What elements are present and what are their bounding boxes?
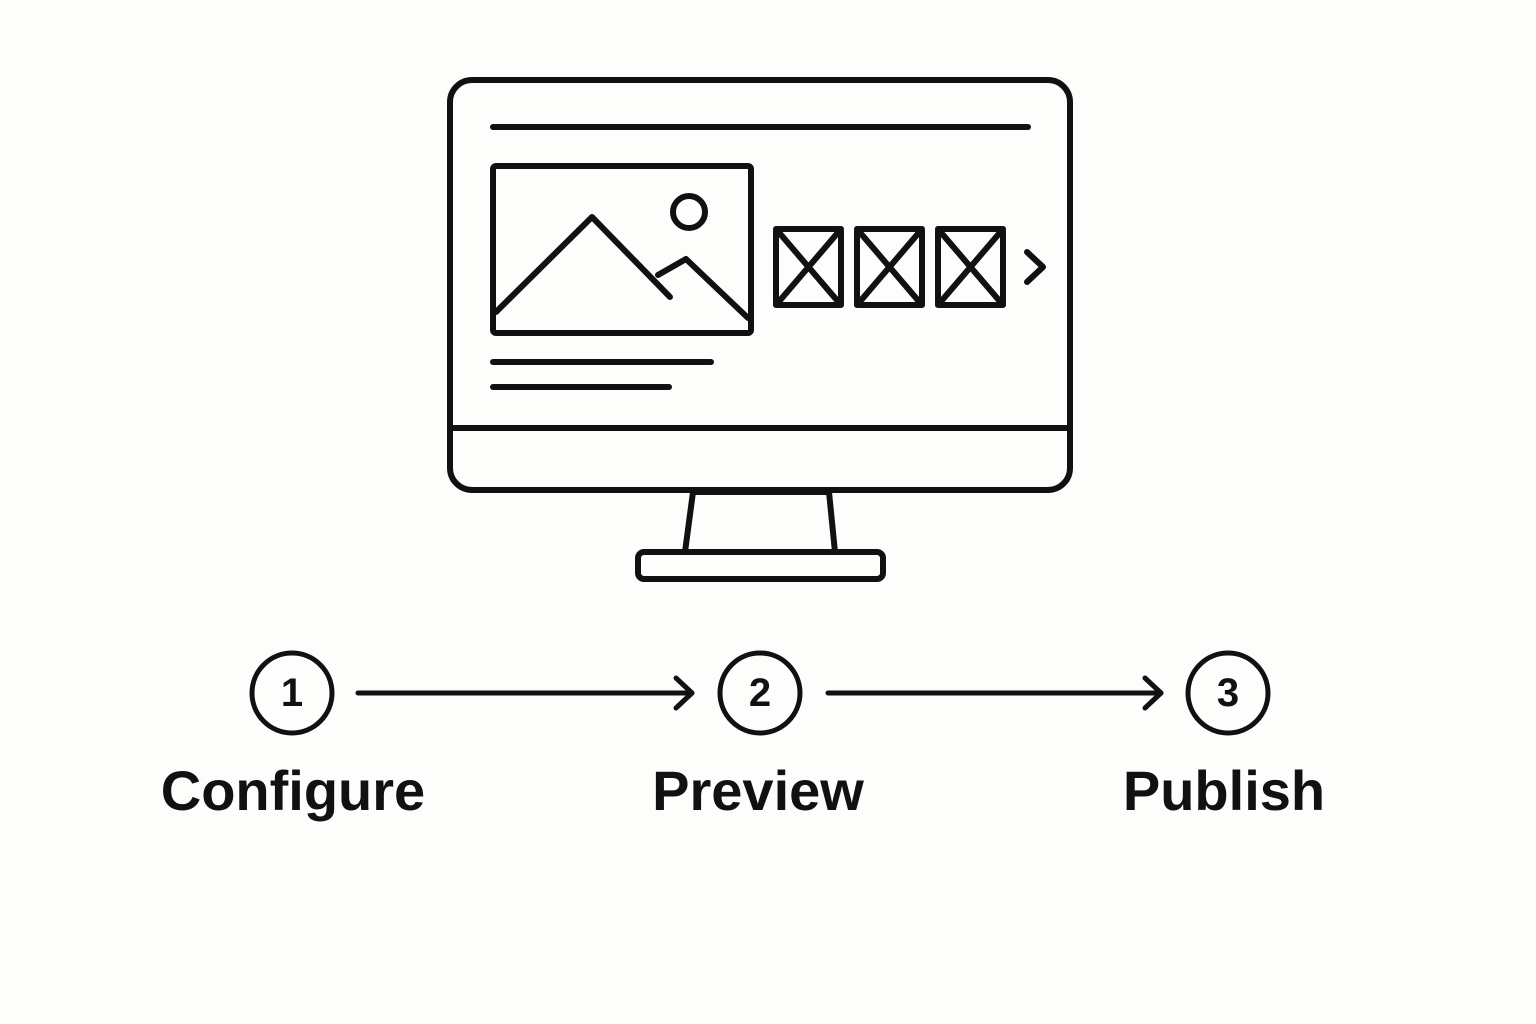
image-placeholder-icon [490, 163, 754, 336]
step-3-circle [1185, 650, 1271, 736]
arrow-right-icon [355, 675, 695, 711]
step-1-label: Configure [160, 759, 426, 822]
thumbnail-placeholder-icon [935, 226, 1006, 308]
monitor-neck [682, 489, 838, 555]
step-1-circle [249, 650, 335, 736]
step-3-number: 3 [1216, 671, 1240, 715]
thumbnail-placeholder-icon [773, 226, 844, 308]
arrow-right-icon [825, 675, 1164, 711]
monitor-icon [447, 77, 1073, 582]
thumbnail-placeholder-icon [854, 226, 925, 308]
chevron-right-icon [1024, 249, 1046, 285]
step-1-number: 1 [280, 671, 304, 715]
monitor-base [635, 549, 886, 582]
step-2-number: 2 [748, 671, 772, 715]
step-2-circle [717, 650, 803, 736]
step-3-label: Publish [1122, 759, 1326, 822]
step-2-label: Preview [652, 759, 864, 822]
